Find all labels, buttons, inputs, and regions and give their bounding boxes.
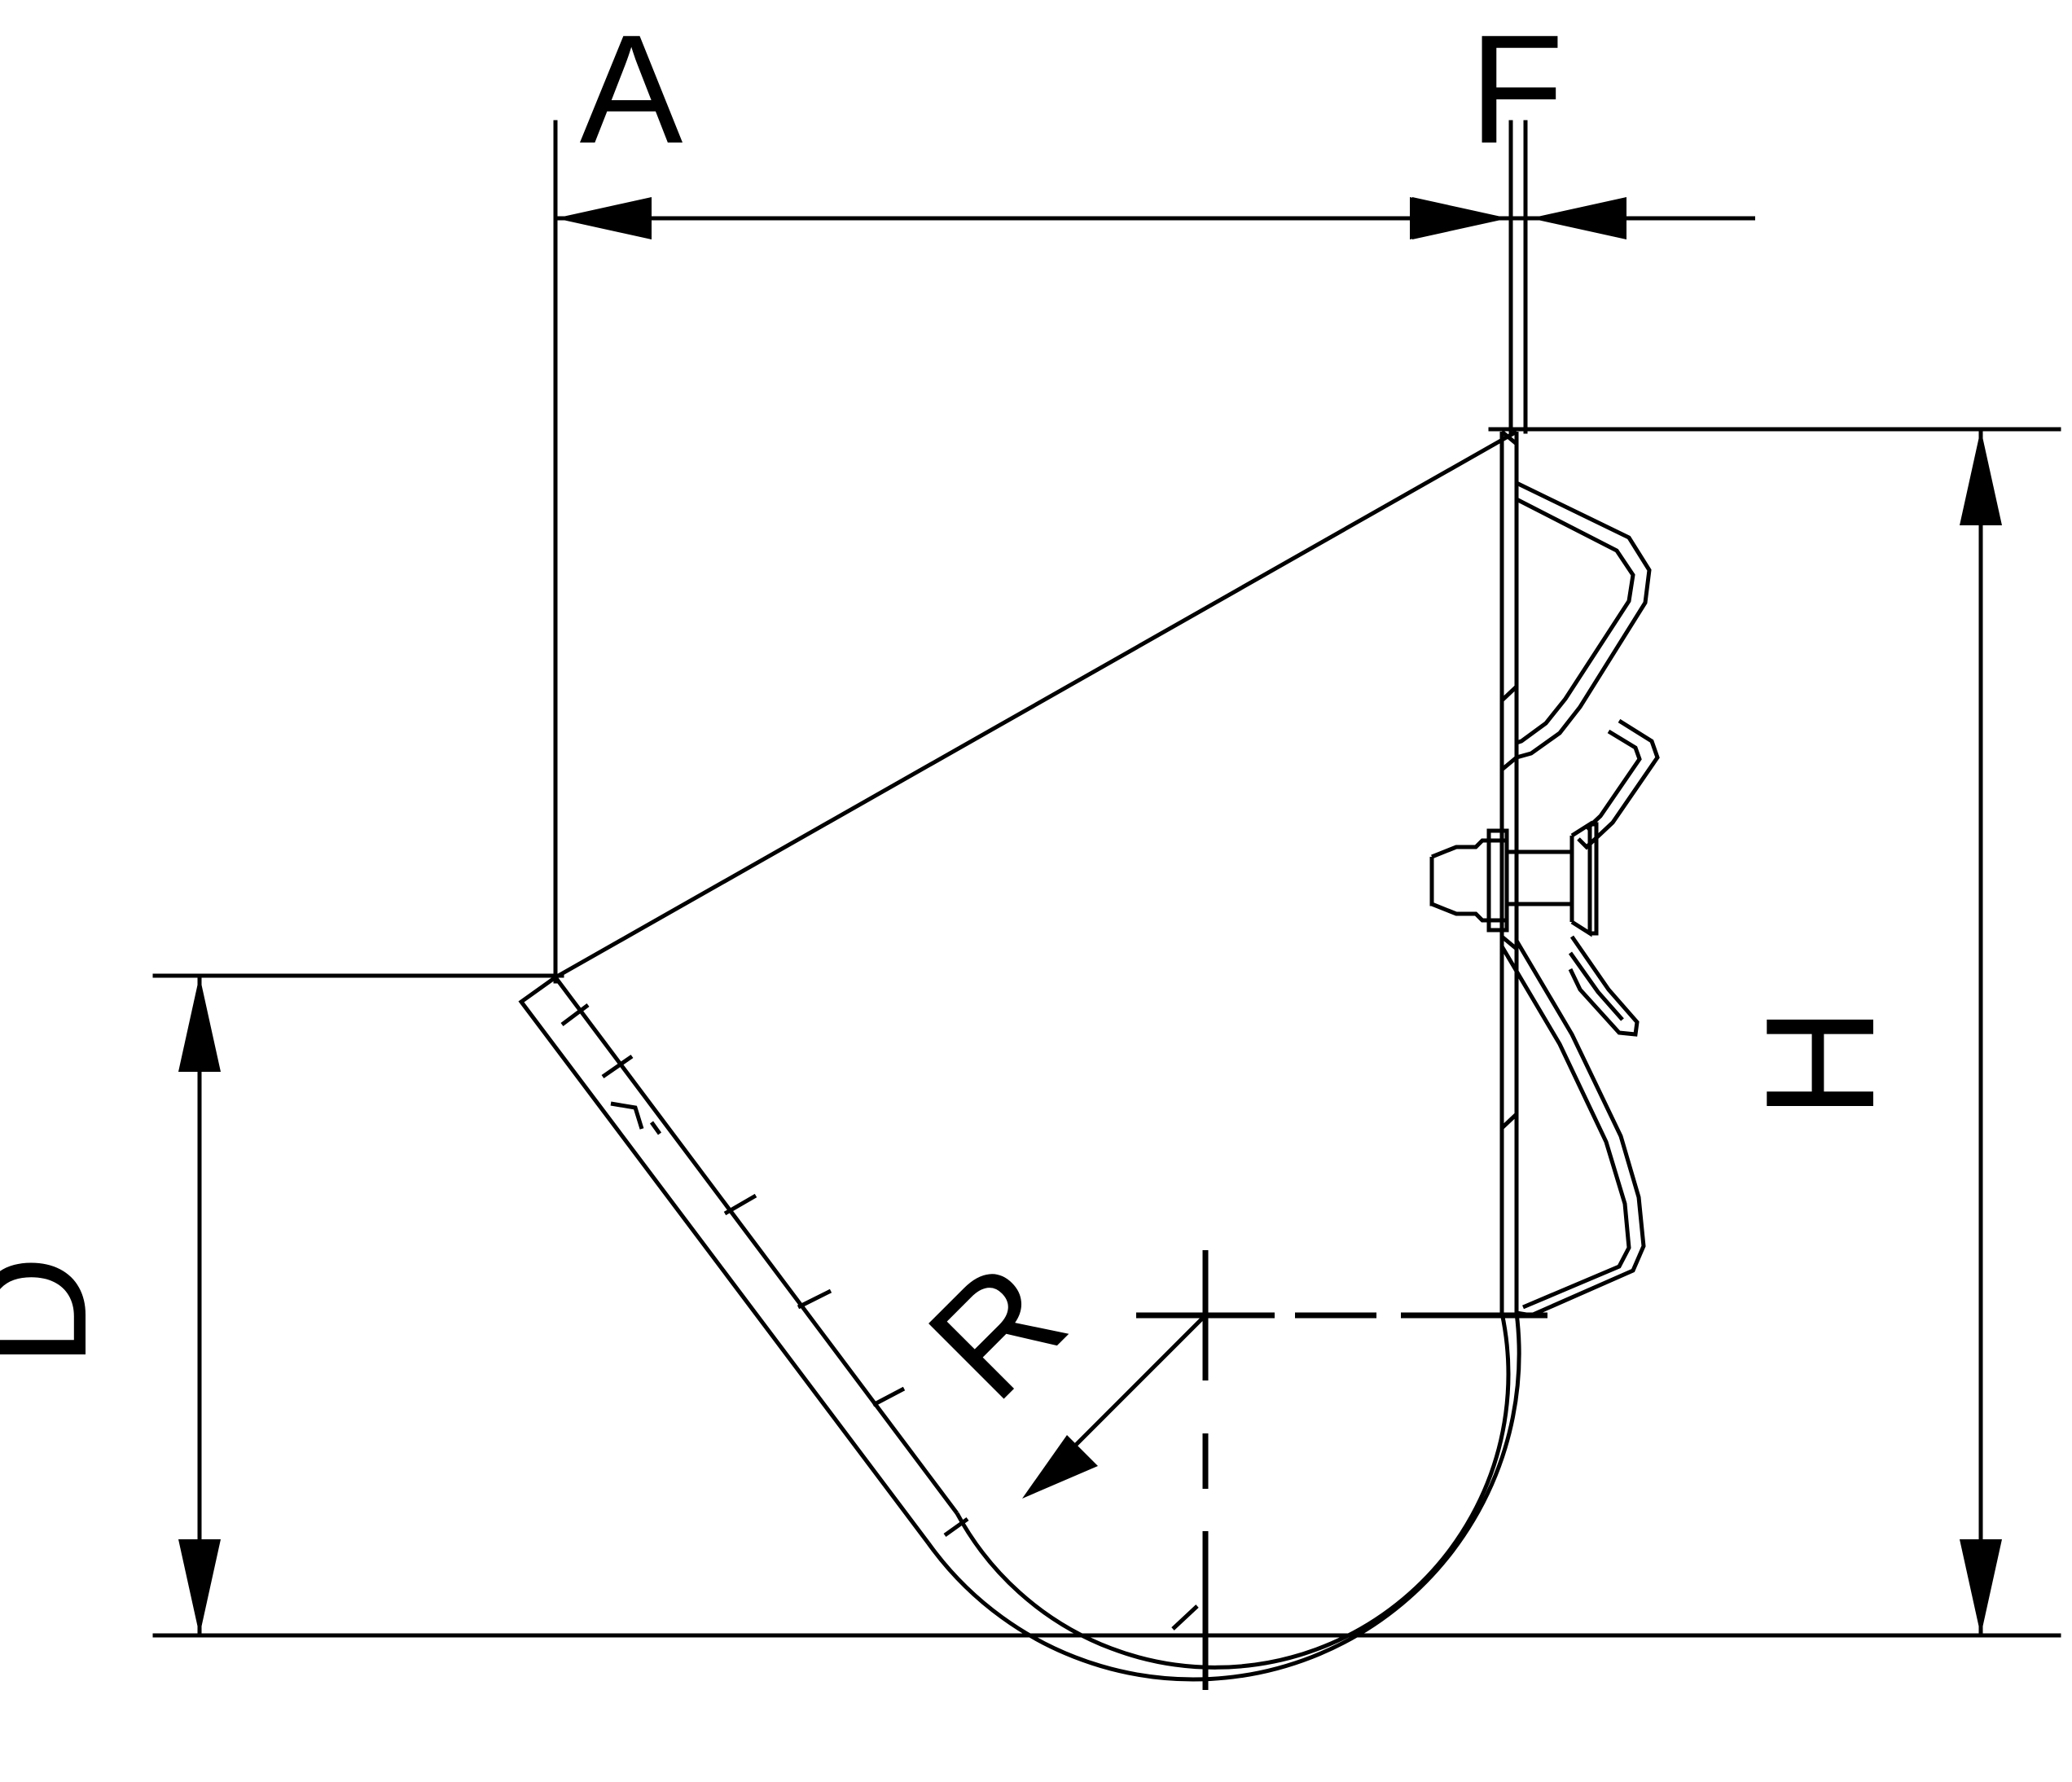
- bucket-bowl-arc: [926, 1312, 1521, 1682]
- radius-leader-line: [1061, 1314, 1207, 1459]
- back-wall-top-tick: [1500, 430, 1518, 446]
- pin-nut-left-edge: [1429, 857, 1434, 906]
- blade-tick-3: [649, 1121, 662, 1135]
- pin-flange-outer: [1570, 820, 1592, 937]
- dimension-h: H: [1734, 429, 2002, 1635]
- mounting-bracket-upper-arm: [1500, 481, 1652, 771]
- dimension-d: D: [0, 976, 221, 1635]
- lower-arm-mid-tick: [1500, 1113, 1518, 1130]
- dimension-f: F: [1336, 3, 1755, 239]
- upper-arm-inner: [1515, 497, 1635, 745]
- bucket-top-slope: [554, 429, 1518, 980]
- blade-tick-6: [871, 1386, 906, 1407]
- upper-arm-tab-outer: [1577, 718, 1660, 850]
- blade-tick-5: [797, 1288, 832, 1310]
- cutting-edge-inner: [553, 976, 959, 1515]
- mounting-bracket-lower-arm: [1499, 935, 1646, 1318]
- upper-arm-tab-inner: [1585, 729, 1642, 831]
- pin-collar-left: [1486, 828, 1509, 933]
- cutting-edge-outer: [518, 975, 930, 1545]
- blade-tick-4: [723, 1193, 757, 1216]
- blade-notch: [610, 1101, 644, 1130]
- bucket-cutting-edge: [518, 975, 959, 1545]
- bowl-bottom-joint: [1171, 1604, 1199, 1631]
- dimension-a: A: [555, 3, 1517, 239]
- lower-arm-tab: [1568, 935, 1640, 1037]
- dimension-label-h: H: [1734, 1007, 1907, 1118]
- bowl-arc-inner: [955, 1312, 1511, 1670]
- upper-arm-mid-tick: [1500, 685, 1518, 702]
- bowl-tick-1: [943, 1516, 969, 1538]
- radius-leader-arrowhead: [1022, 1435, 1098, 1499]
- dimension-label-a: A: [580, 3, 683, 176]
- dimension-label-d: D: [0, 1255, 119, 1367]
- upper-arm-tab: [1577, 718, 1660, 850]
- bowl-arc-outer: [926, 1312, 1521, 1682]
- pivot-pin-assembly: [1429, 820, 1599, 937]
- bucket-body-outline: [554, 429, 1519, 1313]
- blade-tick-1: [560, 1003, 590, 1026]
- lower-arm-inner: [1499, 945, 1631, 1310]
- pin-flange-cap: [1590, 822, 1599, 936]
- lower-arm-tab-inner: [1568, 951, 1624, 1021]
- extension-lines: [152, 120, 2061, 1638]
- dimension-label-f: F: [1469, 3, 1564, 176]
- upper-arm-outer: [1515, 481, 1652, 760]
- blade-tick-2: [601, 1054, 634, 1079]
- lower-arm-tab-outer: [1568, 935, 1640, 1037]
- upper-arm-joint-tick: [1500, 756, 1518, 771]
- lower-arm-outer: [1514, 939, 1646, 1318]
- back-wall-top-bracket: [1500, 430, 1518, 446]
- lower-arm-joint-tick: [1500, 935, 1518, 950]
